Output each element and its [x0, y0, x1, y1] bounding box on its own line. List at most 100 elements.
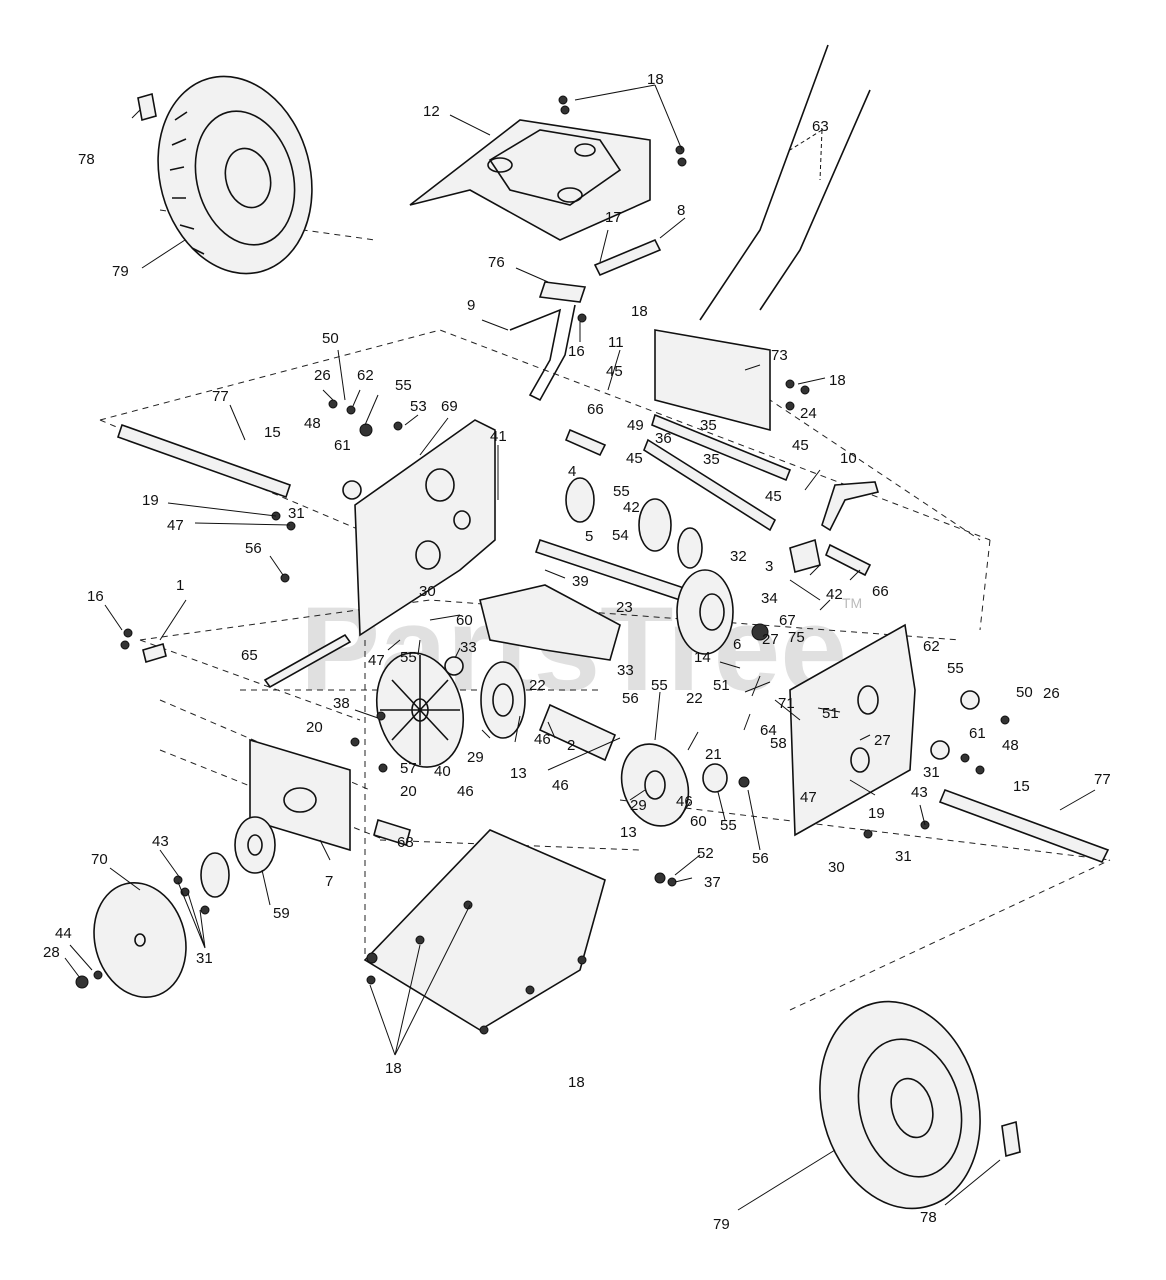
label-56-c: 56	[752, 850, 769, 867]
label-10: 10	[840, 450, 857, 467]
label-12: 12	[423, 103, 440, 120]
label-29-b: 29	[630, 797, 647, 814]
label-33: 33	[460, 639, 477, 656]
label-51: 51	[713, 677, 730, 694]
label-62: 62	[357, 367, 374, 384]
label-42: 42	[623, 499, 640, 516]
label-19: 19	[142, 492, 159, 509]
label-33-b: 33	[617, 662, 634, 679]
pulley-40	[375, 652, 465, 768]
label-56-b: 56	[622, 690, 639, 707]
label-45-b: 45	[792, 437, 809, 454]
label-36: 36	[655, 430, 672, 447]
label-18: 18	[647, 71, 664, 88]
label-77: 77	[212, 388, 229, 405]
label-2: 2	[567, 737, 575, 754]
label-69: 69	[441, 398, 458, 415]
label-52: 52	[697, 845, 714, 862]
label-55-f: 55	[720, 817, 737, 834]
label-55: 55	[395, 377, 412, 394]
label-11: 11	[608, 334, 624, 351]
label-26-b: 26	[1043, 685, 1060, 702]
label-56: 56	[245, 540, 262, 557]
fasteners	[93, 95, 1010, 1035]
label-78-b: 78	[920, 1209, 937, 1226]
label-53: 53	[410, 398, 427, 415]
label-46-b: 46	[457, 783, 474, 800]
label-47-c: 47	[800, 789, 817, 806]
hub-59	[234, 816, 276, 874]
label-76: 76	[488, 254, 505, 271]
bottom-cover-plate	[363, 829, 606, 1031]
label-55-b: 55	[613, 483, 630, 500]
rod-35-lower	[643, 438, 777, 532]
label-61-b: 61	[969, 725, 986, 742]
wheel-top-left	[137, 75, 313, 275]
label-50-b: 50	[1016, 684, 1033, 701]
rod-35-upper	[651, 413, 792, 482]
label-15-b: 15	[1013, 778, 1030, 795]
label-17: 17	[605, 209, 622, 226]
label-47-b: 47	[368, 652, 385, 669]
label-29: 29	[467, 749, 484, 766]
label-42-b: 42	[826, 586, 843, 603]
label-18-b: 18	[631, 303, 648, 320]
label-13-b: 13	[620, 824, 637, 841]
lever-10	[821, 481, 880, 532]
label-24: 24	[800, 405, 817, 422]
label-18-c: 18	[829, 372, 846, 389]
leader-lines	[64, 84, 1096, 1211]
label-45: 45	[606, 363, 623, 380]
bracket-1	[142, 642, 167, 664]
label-64: 64	[760, 722, 777, 739]
label-30: 30	[419, 583, 436, 600]
label-44: 44	[55, 925, 72, 942]
label-55-d: 55	[947, 660, 964, 677]
label-58: 58	[770, 735, 787, 752]
label-6: 6	[733, 636, 741, 653]
label-48-b: 48	[1002, 737, 1019, 754]
label-70: 70	[91, 851, 108, 868]
label-31-c: 31	[895, 848, 912, 865]
label-37: 37	[704, 874, 721, 891]
label-46: 46	[534, 731, 551, 748]
label-35-b: 35	[703, 451, 720, 468]
bearing-60	[702, 763, 728, 793]
label-62-b: 62	[923, 638, 940, 655]
label-4: 4	[568, 463, 576, 480]
label-30-b: 30	[828, 859, 845, 876]
label-78: 78	[78, 151, 95, 168]
label-34: 34	[761, 590, 778, 607]
hitch-plate-7	[249, 738, 351, 852]
left-side-plate	[354, 419, 496, 637]
label-13: 13	[510, 765, 527, 782]
sprocket-cluster	[565, 477, 769, 655]
label-61: 61	[334, 437, 351, 454]
label-20-b: 20	[400, 783, 417, 800]
label-43-b: 43	[152, 833, 169, 850]
label-32: 32	[730, 548, 747, 565]
label-35: 35	[700, 417, 717, 434]
watermark-tm: TM	[842, 595, 862, 611]
label-45-d: 45	[765, 488, 782, 505]
wheel-bottom-right	[819, 1000, 1021, 1210]
label-46-d: 46	[676, 793, 693, 810]
label-5: 5	[585, 528, 593, 545]
bracket-3	[789, 538, 821, 574]
label-22: 22	[529, 677, 546, 694]
label-7: 7	[325, 873, 333, 890]
shaft-2	[538, 703, 617, 762]
rod-66-right	[824, 543, 872, 577]
label-77-b: 77	[1094, 771, 1111, 788]
label-65: 65	[241, 647, 258, 664]
label-16: 16	[568, 343, 585, 360]
label-21: 21	[705, 746, 722, 763]
label-31: 31	[288, 505, 305, 522]
label-55-e: 55	[651, 677, 668, 694]
label-8: 8	[677, 202, 685, 219]
label-31-b: 31	[923, 764, 940, 781]
label-16-b: 16	[87, 588, 104, 605]
label-57: 57	[400, 760, 417, 777]
control-cable	[699, 44, 871, 321]
